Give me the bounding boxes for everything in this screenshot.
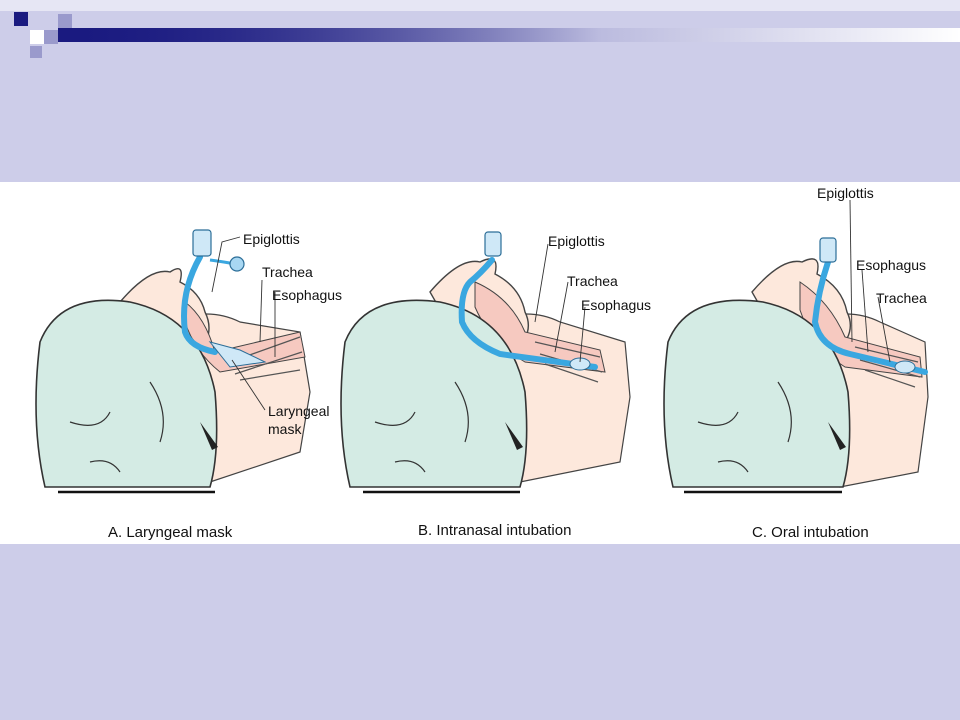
label-epiglottis: Epiglottis [817, 185, 874, 201]
label-epiglottis: Epiglottis [548, 233, 605, 249]
cuff [894, 360, 916, 374]
label-esophagus: Esophagus [581, 297, 651, 313]
deco-square-light-2 [44, 30, 58, 44]
label-trachea: Trachea [567, 273, 618, 289]
tube [811, 259, 928, 375]
label-device-line2: mask [268, 421, 302, 437]
top-band [0, 0, 960, 11]
label-device-line1: Laryngeal [268, 403, 330, 419]
surgical-cap [663, 299, 851, 488]
airway-figure: Epiglottis Trachea Esophagus Laryngeal m… [0, 182, 960, 544]
ear [828, 422, 846, 450]
surgical-cap [35, 299, 218, 488]
connector [192, 229, 212, 257]
tube [458, 257, 598, 370]
label-trachea: Trachea [262, 264, 313, 280]
laryngeal-mask-device [208, 341, 267, 368]
tube [181, 254, 218, 355]
connector [484, 231, 502, 257]
slide-decoration [0, 0, 960, 58]
airway-illustration: Epiglottis Trachea Esophagus Laryngeal m… [35, 185, 929, 541]
caption-c: C. Oral intubation [752, 524, 869, 541]
label-esophagus: Esophagus [856, 257, 926, 273]
cuff-balloon [229, 256, 245, 272]
deco-square-light [58, 14, 72, 28]
ear [200, 422, 218, 450]
caption-b: B. Intranasal intubation [418, 522, 571, 539]
deco-square-white [30, 30, 44, 44]
label-trachea: Trachea [876, 290, 927, 306]
label-esophagus: Esophagus [272, 287, 342, 303]
connector [819, 237, 837, 263]
ear [505, 422, 523, 450]
panel-laryngeal-mask: Epiglottis Trachea Esophagus Laryngeal m… [35, 229, 342, 541]
panel-intranasal-intubation: Epiglottis Trachea Esophagus B. Intranas… [340, 231, 651, 539]
label-epiglottis: Epiglottis [243, 231, 300, 247]
caption-a: A. Laryngeal mask [108, 524, 233, 541]
deco-square-dark [14, 12, 28, 26]
deco-square-light-3 [30, 46, 42, 58]
panel-oral-intubation: Epiglottis Esophagus Trachea C. Oral int… [663, 185, 929, 541]
